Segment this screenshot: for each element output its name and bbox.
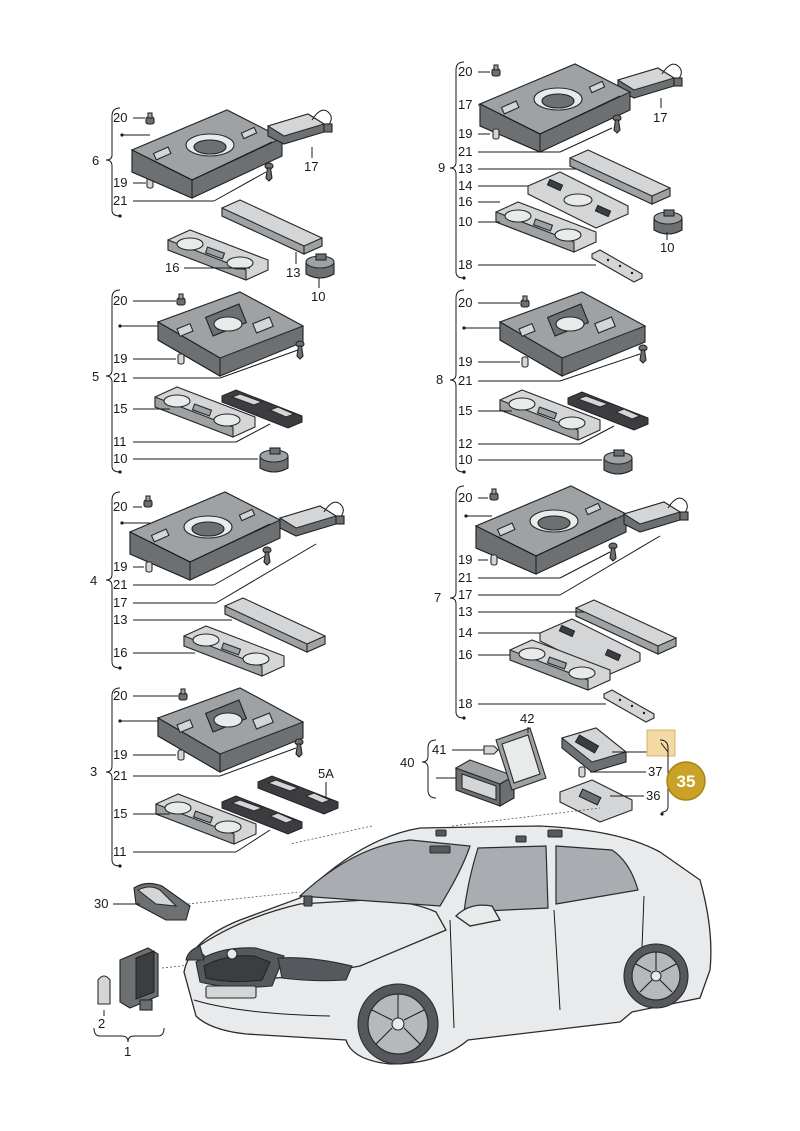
callout-21: 21 [113,577,127,592]
callout-10: 10 [660,240,674,255]
callout-35[interactable]: 35 [677,772,696,791]
callout-1: 1 [124,1044,131,1059]
callout-7: 7 [434,590,441,605]
callout-12: 12 [458,436,472,451]
callout-13: 13 [458,604,472,619]
callout-10: 10 [311,289,325,304]
callout-13: 13 [113,612,127,627]
group-7: 20 19 21 17 7 13 14 16 18 [434,485,689,723]
callout-16: 16 [458,194,472,209]
callout-20: 20 [458,295,472,310]
callout-3: 3 [90,764,97,779]
callout-21: 21 [458,570,472,585]
callout-37: 37 [648,764,662,779]
callout-41: 41 [432,742,446,757]
callout-9: 9 [438,160,445,175]
callout-21: 21 [113,193,127,208]
callout-2: 2 [98,1016,105,1031]
callout-19: 19 [458,126,472,141]
callout-17: 17 [113,595,127,610]
callout-19: 19 [458,354,472,369]
callout-11: 11 [113,844,127,859]
callout-15: 15 [113,401,127,416]
group-30: 30 [94,882,191,921]
callout-20: 20 [113,499,127,514]
callout-21: 21 [113,768,127,783]
callout-16: 16 [458,647,472,662]
callout-5: 5 [92,369,99,384]
car-illustration [161,807,712,1065]
callout-16: 16 [113,645,127,660]
highlight-badge[interactable] [666,761,706,801]
callout-19: 19 [113,351,127,366]
callout-10: 10 [113,451,127,466]
callout-11: 11 [113,434,127,449]
callout-20: 20 [458,490,472,505]
callout-16: 16 [165,260,179,275]
callout-14: 14 [458,178,472,193]
group-5: 20 19 5 21 15 11 10 [92,289,305,474]
callout-20: 20 [458,64,472,79]
callout-20: 20 [113,110,127,125]
callout-21: 21 [113,370,127,385]
callout-40: 40 [400,755,414,770]
callout-30: 30 [94,896,108,911]
group-1: 2 1 [93,947,165,1059]
callout-14: 14 [458,625,472,640]
group-40: 40 41 42 [400,711,547,807]
callout-20: 20 [113,688,127,703]
callout-17: 17 [458,97,472,112]
callout-18: 18 [458,257,472,272]
callout-13: 13 [458,161,472,176]
group-3: 20 19 3 21 5A 15 11 [90,687,339,868]
callout-36: 36 [646,788,660,803]
callout-19: 19 [113,559,127,574]
callout-5a: 5A [318,766,334,781]
callout-15: 15 [458,403,472,418]
callout-17: 17 [653,110,667,125]
callout-6: 6 [92,153,99,168]
group-35: 37 36 35 [559,727,706,823]
callout-19: 19 [458,552,472,567]
group-6: 20 19 6 21 17 16 13 10 [92,107,335,304]
callout-42: 42 [520,711,534,726]
callout-17: 17 [304,159,318,174]
callout-4: 4 [90,573,97,588]
callout-21: 21 [458,373,472,388]
group-8: 20 19 8 21 15 12 10 [436,289,649,475]
callout-17: 17 [458,587,472,602]
group-4: 20 19 4 21 17 13 16 [90,491,345,677]
callout-19: 19 [113,747,127,762]
callout-10: 10 [458,214,472,229]
callout-8: 8 [436,372,443,387]
callout-15: 15 [113,806,127,821]
callout-20: 20 [113,293,127,308]
callout-10: 10 [458,452,472,467]
callout-13: 13 [286,265,300,280]
callout-19: 19 [113,175,127,190]
group-9: 20 17 17 19 9 21 13 14 16 10 10 18 [438,61,683,283]
callout-18: 18 [458,696,472,711]
callout-21: 21 [458,144,472,159]
